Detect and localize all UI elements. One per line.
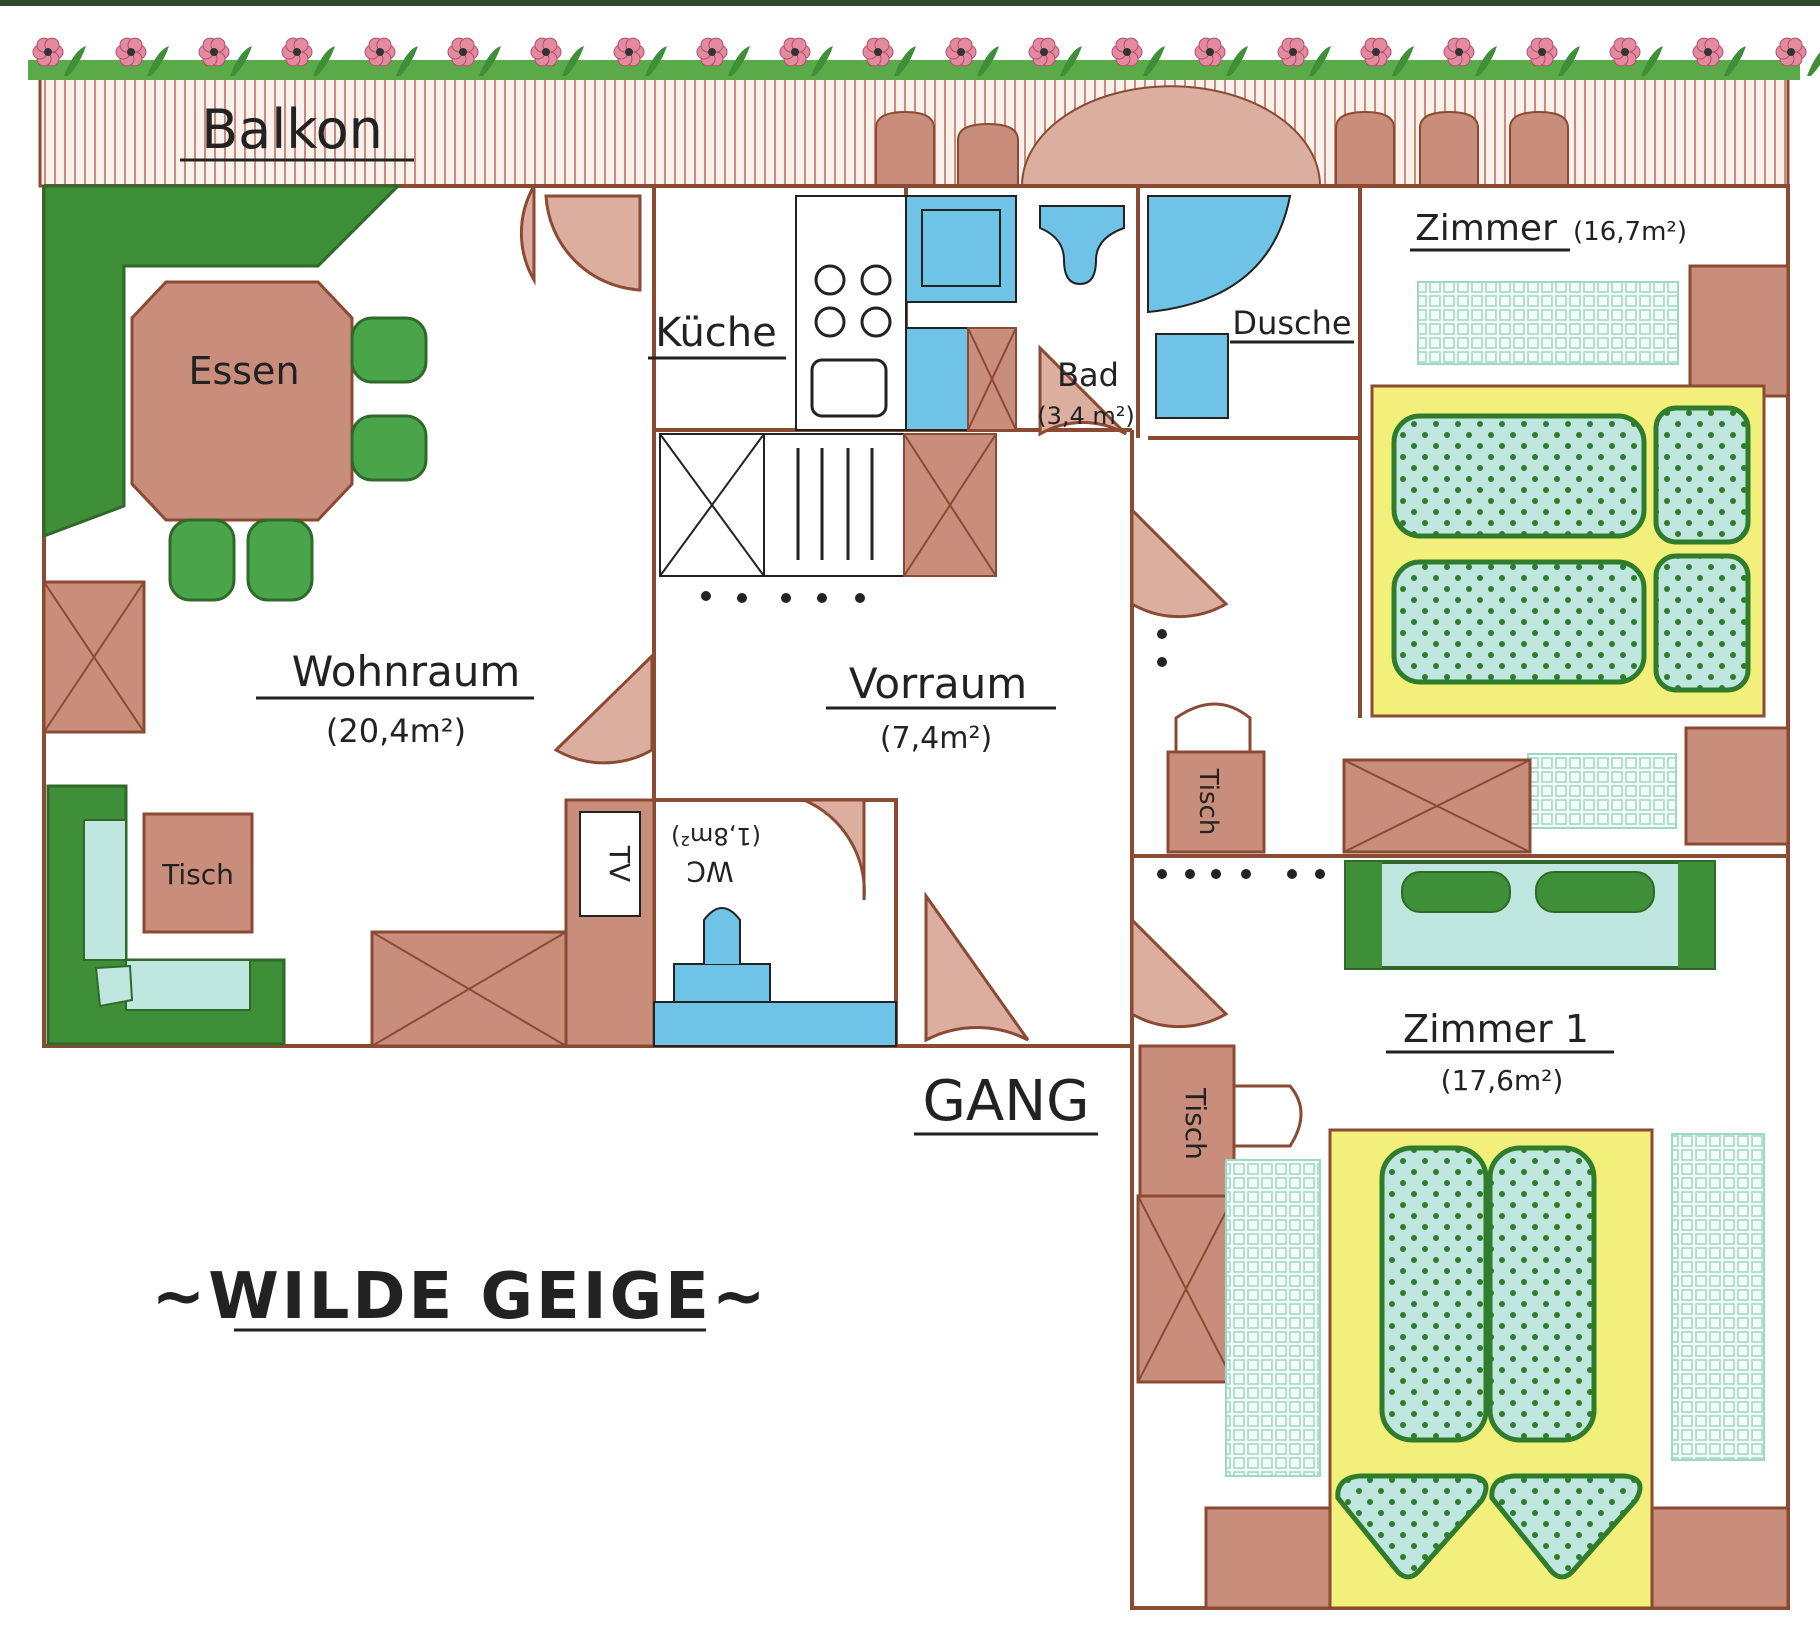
bed-zimmer1	[1328, 1128, 1654, 1610]
wardrobe-vorraum	[659, 433, 997, 577]
doors	[519, 185, 1229, 1043]
label-vorraum-area: (7,4m²)	[880, 721, 992, 756]
leaf	[1558, 46, 1580, 76]
flower	[281, 37, 313, 67]
leaf	[313, 46, 335, 76]
leaf	[1475, 46, 1497, 76]
flower	[1692, 37, 1724, 67]
leaf	[230, 46, 252, 76]
corner-sofa	[46, 784, 286, 1046]
rug-zimmer2-top	[1417, 281, 1679, 365]
leaf	[147, 46, 169, 76]
leaf	[894, 46, 916, 76]
label-tisch-vorraum: Tisch	[1193, 768, 1223, 836]
leaf	[1641, 46, 1663, 76]
label-zimmer2: Zimmer	[1415, 208, 1557, 249]
flower	[862, 37, 894, 67]
flower	[1277, 37, 1309, 67]
leaf	[1724, 46, 1746, 76]
sideboard	[370, 930, 568, 1048]
leaf	[728, 46, 750, 76]
flower	[115, 37, 147, 67]
leaf	[1807, 52, 1820, 76]
leaf	[562, 46, 584, 76]
label-bad-area: (3,4 m²)	[1037, 402, 1135, 430]
label-gang: GANG	[923, 1069, 1090, 1134]
label-zimmer1-area: (17,6m²)	[1441, 1064, 1564, 1097]
flower	[1028, 37, 1060, 67]
label-zimmer2-area: (16,7m²)	[1573, 217, 1687, 247]
coat-hooks	[701, 591, 1325, 879]
flower	[945, 37, 977, 67]
dining-chairs	[168, 316, 428, 602]
leaf	[645, 46, 667, 76]
leaf	[479, 46, 501, 76]
dining-table: Essen	[130, 280, 354, 522]
flower	[1443, 37, 1475, 67]
label-wc: WC	[686, 855, 733, 888]
label-vorraum: Vorraum	[849, 659, 1027, 708]
leaf	[64, 46, 86, 76]
label-tisch-wohn: Tisch	[161, 858, 234, 891]
label-kueche: Küche	[655, 310, 777, 356]
flower	[779, 37, 811, 67]
rug-zimmer2-bottom	[1527, 753, 1677, 829]
balcony	[28, 37, 1820, 188]
rug-zimmer1-right	[1671, 1133, 1765, 1461]
desk-vorraum: Tisch	[1166, 702, 1266, 854]
tv-cabinet: TV	[564, 798, 656, 1048]
dining-bench	[42, 184, 402, 539]
flower	[530, 37, 562, 67]
leaf	[977, 46, 999, 76]
leaf	[1309, 46, 1331, 76]
flower	[447, 37, 479, 67]
flower	[696, 37, 728, 67]
label-tv: TV	[603, 845, 636, 882]
leaf	[1392, 46, 1414, 76]
flower	[1194, 37, 1226, 67]
flower	[32, 37, 64, 67]
label-tisch-gang: Tisch	[1179, 1087, 1212, 1160]
label-dusche: Dusche	[1232, 304, 1351, 342]
wc: WC (1,8m²)	[653, 822, 897, 1047]
flower	[1775, 37, 1807, 67]
flower	[364, 37, 396, 67]
label-wohnraum: Wohnraum	[292, 647, 521, 696]
wardrobe-zimmer2	[1684, 264, 1790, 846]
leaf	[396, 46, 418, 76]
leaf	[811, 46, 833, 76]
label-wohnraum-area: (20,4m²)	[326, 712, 466, 750]
label-zimmer1: Zimmer 1	[1403, 1007, 1589, 1051]
rug-zimmer1-left	[1225, 1159, 1321, 1477]
nightstands	[1204, 1506, 1790, 1610]
leaf	[1143, 46, 1165, 76]
flower	[1609, 37, 1641, 67]
dresser-zimmer2	[1342, 758, 1532, 854]
flower	[198, 37, 230, 67]
desk-gang: Tisch	[1136, 1044, 1303, 1384]
bathroom: Bad (3,4 m²) Dusche	[1037, 195, 1354, 430]
sofa-zimmer1	[1344, 860, 1716, 970]
label-wc-area: (1,8m²)	[671, 822, 761, 850]
coffee-table: Tisch	[142, 812, 254, 934]
top-border	[0, 0, 1820, 6]
leaf	[1226, 46, 1248, 76]
label-essen: Essen	[188, 349, 299, 393]
flower	[1360, 37, 1392, 67]
label-bad: Bad	[1057, 356, 1119, 394]
leaf	[1060, 46, 1082, 76]
label-balkon: Balkon	[201, 98, 383, 161]
flower	[1526, 37, 1558, 67]
flower	[1111, 37, 1143, 67]
flower-box	[32, 37, 1820, 76]
flower	[613, 37, 645, 67]
plan-title: ~WILDE GEIGE~	[152, 1260, 769, 1334]
bed-zimmer2	[1370, 384, 1766, 718]
kitchen: Küche	[648, 195, 1017, 431]
wall-cabinet	[42, 580, 146, 734]
